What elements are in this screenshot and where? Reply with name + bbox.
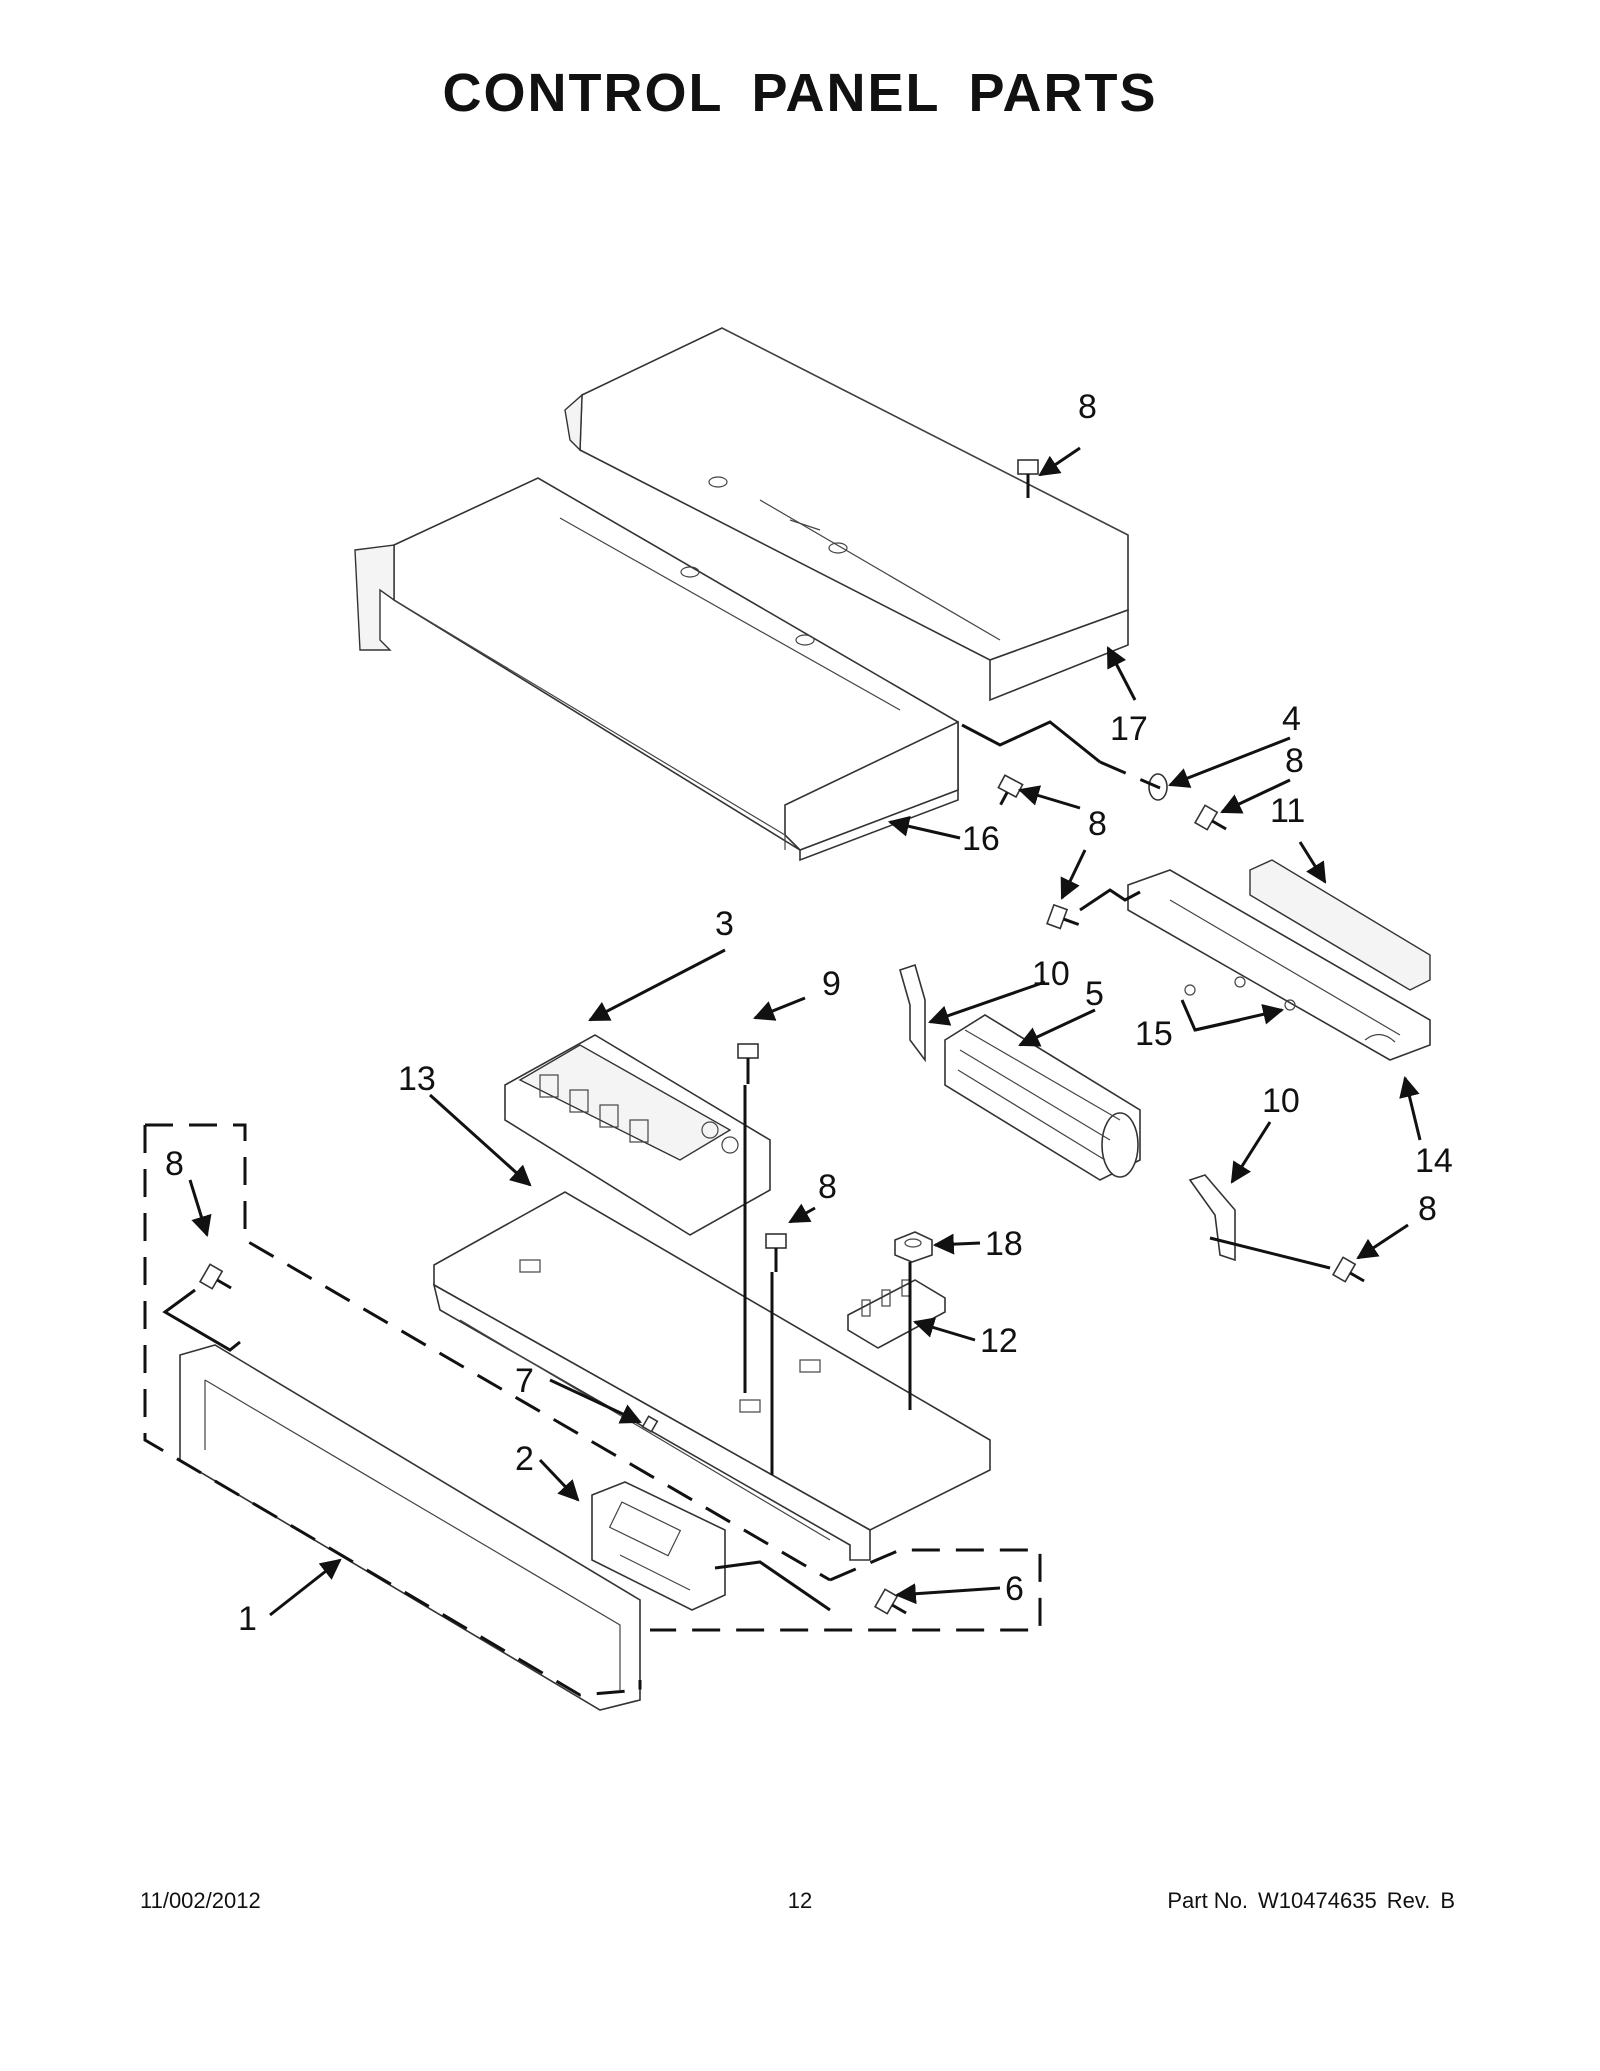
callout-1: 1: [238, 1600, 257, 1638]
callout-10: 10: [1032, 955, 1070, 993]
callout-labels: 8 17 4 8 16 8 11 3 9 10 5 15 13 10 14 8 …: [165, 388, 1453, 1638]
callout-8: 8: [1078, 388, 1097, 426]
footer-date: 11/002/2012: [140, 1888, 261, 1913]
rev-value: B: [1440, 1888, 1455, 1913]
callout-9: 9: [822, 965, 841, 1003]
callout-4: 4: [1282, 700, 1301, 738]
callout-8: 8: [1418, 1190, 1437, 1228]
callout-8: 8: [1088, 805, 1107, 843]
callout-18: 18: [985, 1225, 1023, 1263]
part-5-cooling-fan: [944, 1014, 1141, 1181]
callout-8: 8: [1285, 742, 1304, 780]
callout-17: 17: [1110, 710, 1148, 748]
footer-part-number: Part No. W10474635 Rev. B: [1157, 1888, 1455, 1914]
callout-12: 12: [980, 1322, 1018, 1360]
part-10-bracket-b: [1188, 1174, 1236, 1262]
part-1-console-trim: [179, 1344, 641, 1711]
part-18-nut: [894, 1231, 933, 1263]
callout-11: 11: [1270, 792, 1305, 830]
leader-lines: [162, 446, 1422, 1617]
callout-8: 8: [818, 1168, 837, 1206]
page-title: CONTROL PANEL PARTS: [442, 63, 1158, 123]
callout-3: 3: [715, 905, 734, 943]
part-17-upper-panel: [564, 327, 1129, 702]
dashed-assembly-outline: [143, 760, 1161, 1697]
callout-13: 13: [398, 1060, 436, 1098]
callout-2: 2: [515, 1440, 534, 1478]
callout-15: 15: [1135, 1015, 1173, 1053]
callout-14: 14: [1415, 1142, 1453, 1180]
screw-icons: [198, 459, 1365, 1615]
part-10-bracket-a: [899, 963, 926, 1063]
part-number: W10474635: [1258, 1888, 1377, 1913]
callout-10: 10: [1262, 1082, 1300, 1120]
callout-5: 5: [1085, 975, 1104, 1013]
callout-6: 6: [1005, 1570, 1024, 1608]
callout-8: 8: [165, 1145, 184, 1183]
part-16-top-panel: [354, 477, 959, 862]
callout-16: 16: [962, 820, 1000, 858]
part-3-control-board: [504, 1034, 771, 1236]
part-12-terminal-block: [847, 1279, 946, 1349]
part-11-seal-strip: [1249, 859, 1431, 991]
footer-page-number: 12: [787, 1888, 813, 1913]
part-2-display-board: [591, 1481, 726, 1611]
part-label: Part No.: [1167, 1888, 1249, 1913]
rev-label: Rev.: [1386, 1888, 1431, 1913]
part-14-bracket: [1127, 869, 1431, 1061]
callout-7: 7: [515, 1362, 534, 1400]
